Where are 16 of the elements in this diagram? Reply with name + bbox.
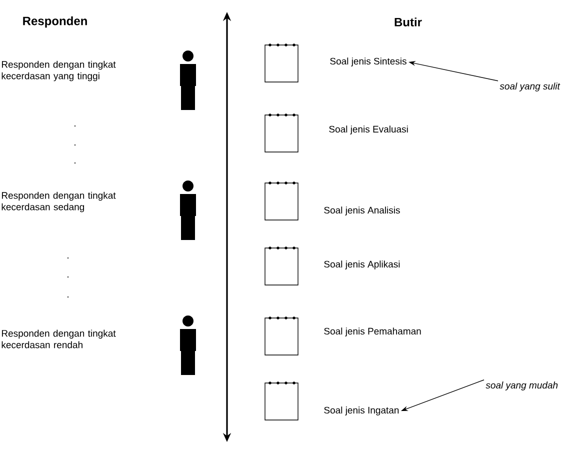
ellipsis-dot: . [74,162,76,164]
ellipsis-dot: . [74,125,76,126]
item-label: Soal jenis Pemahaman [324,328,421,336]
item-label: Soal jenis Evaluasi [329,126,408,134]
column-heading: Butir [394,18,422,26]
column-heading: Responden [23,16,87,28]
respondent-label: Responden dengan tingkat kecerdasan sedang [2,192,116,212]
item-label: Soal jenis Sintesis [330,58,406,66]
item-label: Soal jenis Analisis [324,206,400,216]
ellipsis-dot: . [74,144,76,146]
annotation-text: soal yang mudah [486,382,558,390]
item-label: Soal jenis Aplikasi [324,260,400,270]
respondent-label: Responden dengan tingkat kecerdasan rendah [2,330,116,348]
item-label: Soal jenis Ingatan [324,406,399,416]
respondent-label: Responden dengan tingkat kecerdasan yang tinggi [2,60,116,82]
annotation-text: soal yang sulit [500,82,560,92]
